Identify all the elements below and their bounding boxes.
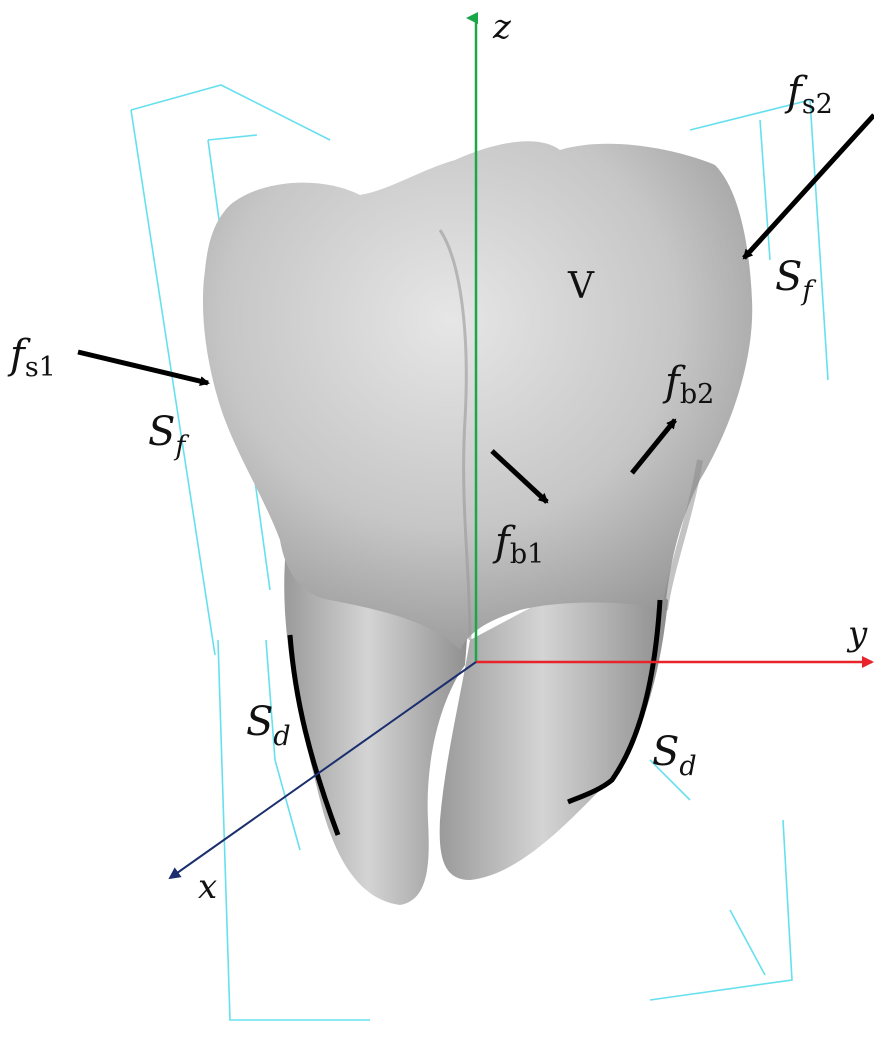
bbox-edge-top-left <box>131 85 330 140</box>
fs2-label: fs2 <box>784 69 833 120</box>
sd-right-label: Sd <box>652 729 697 782</box>
fs1-label: fs1 <box>7 332 56 383</box>
fs2-arrow <box>744 115 874 258</box>
volume-label: V <box>567 266 595 307</box>
x-axis-label: x <box>198 867 217 907</box>
bbox-edge-top-inner <box>208 135 257 140</box>
bbox-edge-bottom-right <box>650 820 792 1000</box>
bbox-edge-corner-right <box>730 910 765 975</box>
fs1-arrow <box>78 352 208 383</box>
sf-left-label: Sf <box>148 409 189 462</box>
sf-right-label: Sf <box>775 254 816 307</box>
y-axis-label: y <box>846 614 868 654</box>
sd-left-label: Sd <box>246 699 291 752</box>
bbox-edge-right-outer <box>810 100 828 380</box>
z-axis-label: z <box>492 7 512 47</box>
